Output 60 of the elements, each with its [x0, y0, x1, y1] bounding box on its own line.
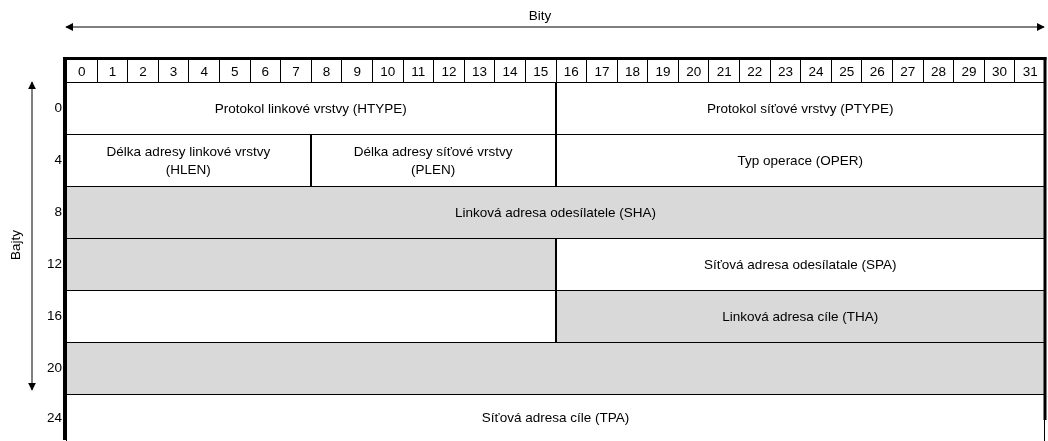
field-label: Délka adresy síťové vrstvy (PLEN) — [352, 142, 514, 179]
axis-label: Bity — [528, 8, 552, 23]
field-box — [66, 394, 1045, 441]
field-label: Linková adresa odesílatele (SHA) — [454, 203, 657, 222]
bit-number: 18 — [616, 60, 648, 82]
bit-number: 11 — [402, 60, 434, 82]
bit-number: 22 — [739, 60, 770, 82]
bit-number: 7 — [280, 60, 311, 82]
bit-number: 1 — [96, 60, 128, 82]
field-box — [555, 238, 1045, 292]
bit-number: 15 — [524, 60, 556, 82]
bit-number: 16 — [555, 60, 587, 82]
bit-number: 8 — [310, 60, 342, 82]
bit-number: 29 — [953, 60, 984, 82]
byte-offset: 20 — [45, 360, 62, 375]
field-box — [555, 134, 1045, 188]
bit-number: 20 — [677, 60, 709, 82]
bit-number: 4 — [188, 60, 219, 82]
bit-number: 21 — [708, 60, 740, 82]
bit-number: 5 — [218, 60, 250, 82]
byte-offset: 0 — [53, 100, 62, 115]
bit-number: 14 — [494, 60, 525, 82]
bit-number: 30 — [983, 60, 1015, 82]
byte-offset: 16 — [45, 308, 62, 323]
field-label: Protokol linkové vrstvy (HTYPE) — [214, 99, 407, 118]
bit-number: 13 — [463, 60, 495, 82]
bit-number: 27 — [892, 60, 923, 82]
axis-label: Bajty — [7, 230, 23, 260]
byte-offset: 12 — [45, 256, 62, 271]
bit-number: 0 — [66, 60, 97, 82]
field-box — [310, 134, 556, 188]
bit-number: 26 — [861, 60, 893, 82]
empty-field-box — [66, 342, 1045, 396]
field-label: Síťová adresa cíle (TPA) — [481, 408, 630, 427]
bit-number: 12 — [433, 60, 464, 82]
field-label: Linková adresa cíle (THA) — [722, 307, 879, 326]
bit-number: 31 — [1014, 60, 1045, 82]
field-label: Síťová adresa odesílatale (SPA) — [704, 255, 897, 274]
field-box — [66, 134, 311, 188]
field-box — [555, 290, 1045, 344]
bit-number: 24 — [800, 60, 831, 82]
bit-number: 3 — [157, 60, 189, 82]
field-box — [555, 82, 1045, 136]
bit-number: 28 — [922, 60, 954, 82]
bit-number: 25 — [830, 60, 862, 82]
field-box — [66, 186, 1045, 240]
field-box — [66, 82, 556, 136]
bit-number: 17 — [586, 60, 617, 82]
bit-number: 6 — [249, 60, 281, 82]
bit-number: 19 — [647, 60, 678, 82]
field-label: Délka adresy linkové vrstvy (HLEN) — [105, 142, 272, 179]
field-label: Protokol síťové vrstvy (PTYPE) — [706, 99, 894, 118]
bit-number: 9 — [341, 60, 372, 82]
byte-offset: 4 — [53, 152, 62, 167]
byte-offset: 8 — [53, 204, 62, 219]
bit-number: 10 — [371, 60, 403, 82]
byte-offset: 24 — [45, 410, 62, 425]
bit-number: 23 — [769, 60, 801, 82]
field-label: Typ operace (OPER) — [737, 151, 863, 170]
bit-number: 2 — [127, 60, 158, 82]
